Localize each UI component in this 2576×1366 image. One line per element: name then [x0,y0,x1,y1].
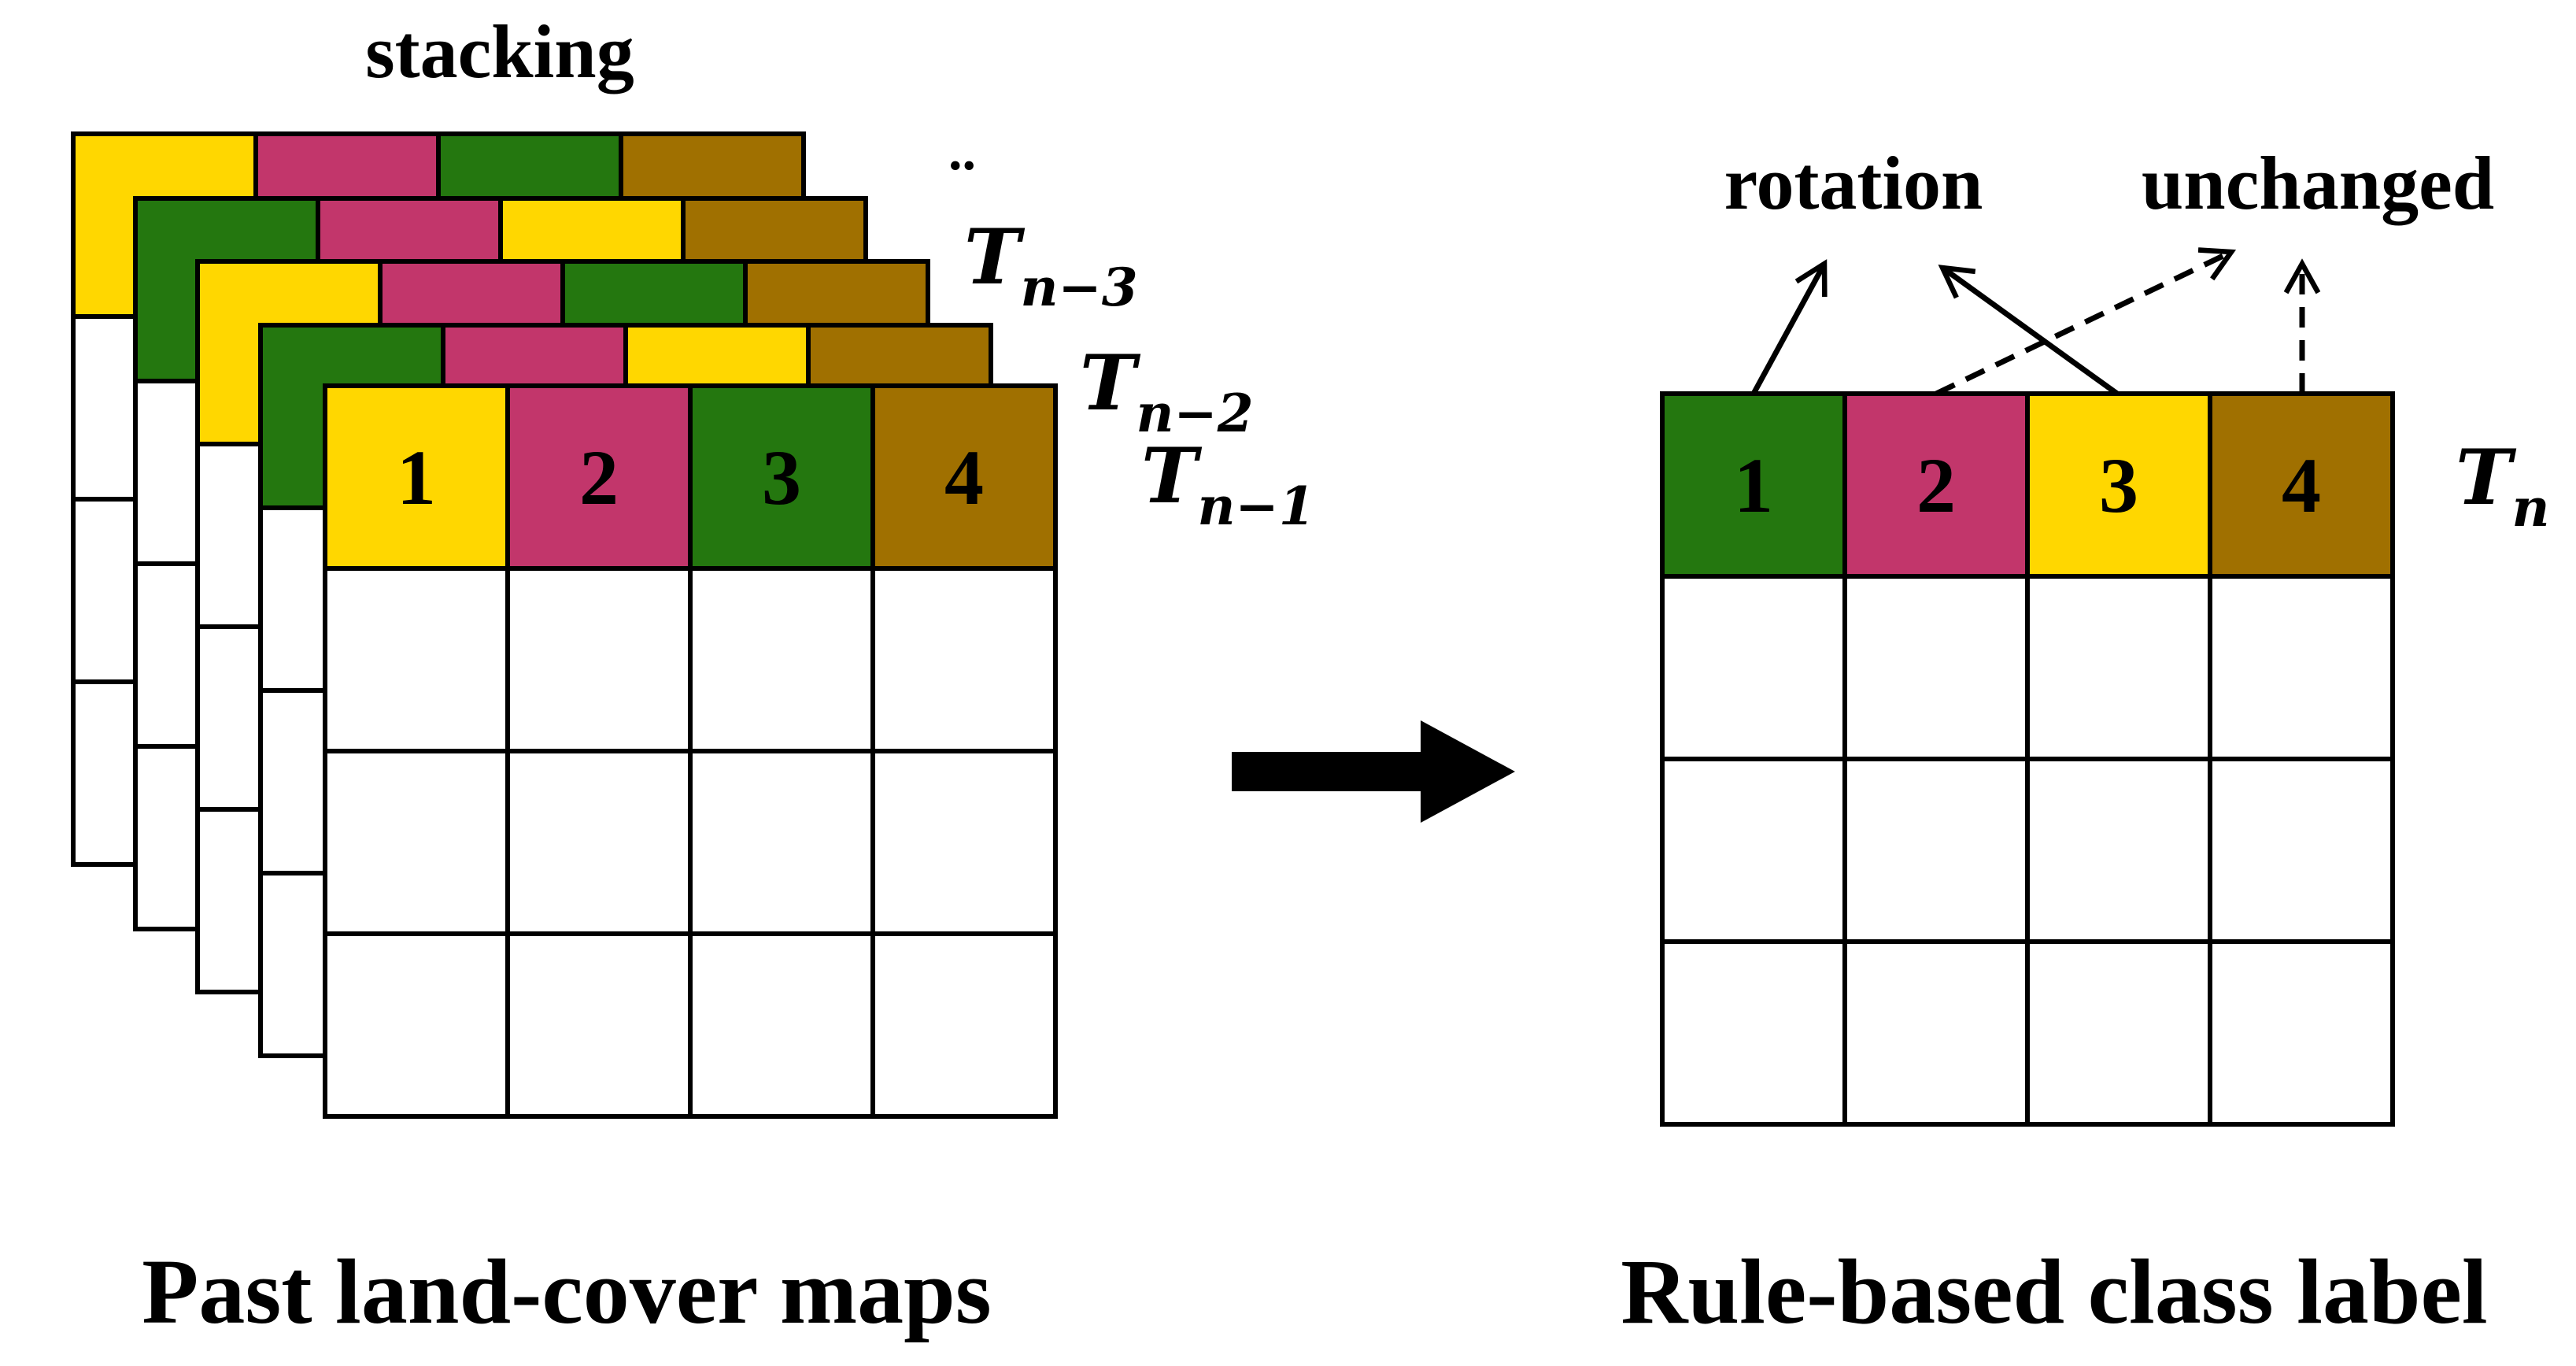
unchanged-label: unchanged [2142,141,2494,225]
layer-5-class-number-3: 3 [762,434,801,521]
layer-5-cell [870,931,1058,1119]
layer-5-cell [688,931,875,1119]
layer-5-cell [505,566,693,753]
transition-arrow [1232,720,1515,823]
layer-5-cell [505,931,693,1119]
layer-5-cell [323,931,510,1119]
right-caption: Rule-based class label [1621,1240,2487,1343]
current-map-class-number-3: 3 [2099,442,2138,529]
layer-5-class-cell-2 [505,383,693,571]
layer-5-cell [870,749,1058,936]
current-map-class-cell-2 [1842,391,2030,579]
current-map: 1 2 3 4 Tn [1660,391,2549,1127]
current-map-cell [1842,939,2030,1127]
current-map-class-number-4: 4 [2282,442,2321,529]
current-map-cell [1660,574,1847,761]
layer-5-class-cell-3 [688,383,875,571]
current-map-cell [1660,939,1847,1127]
layer-ellipsis: .. [948,121,976,182]
past-map-stack: Tn−3Tn−2 1 2 3 4 Tn−1 [71,131,1315,1119]
layer-5-class-number-2: 2 [579,434,619,521]
layer-5-cell [688,749,875,936]
current-map-cell [1660,757,1847,944]
left-caption: Past land-cover maps [142,1240,991,1343]
layer-5-time-label: Tn−1 [1141,431,1315,537]
layer-5-cell [323,749,510,936]
layer-5-class-cell-4 [870,383,1058,571]
layer-5-class-number-4: 4 [944,434,984,521]
layer-5-class-number-1: 1 [397,434,436,521]
unchanged-arrows [1935,247,2321,397]
layer-2-time-label: Tn−3 [964,213,1138,318]
layer-5-cell [870,566,1058,753]
current-map-class-number-1: 1 [1734,442,1773,529]
current-map-cell [2025,939,2212,1127]
rotation-label: rotation [1724,141,1983,225]
current-map-cell [2208,939,2395,1127]
layer-5-cell [505,749,693,936]
layer-5-cell [688,566,875,753]
layer-5-class-cell-1 [323,383,510,571]
current-map-cell [2208,757,2395,944]
stacking-label: stacking [365,9,634,94]
current-map-cell [2025,574,2212,761]
current-map-cell [2025,757,2212,944]
layer-5-cell [323,566,510,753]
current-map-cell [2208,574,2395,761]
map-layer-5: 1 2 3 4 Tn−1 [323,383,1315,1119]
rotation-arrows [1750,259,2120,396]
current-map-cell [1842,757,2030,944]
current-map-class-number-2: 2 [1916,442,1956,529]
current-map-time-label: Tn [2456,433,2549,539]
current-map-cell [1842,574,2030,761]
layer-4-time-label: Tn−2 [1080,339,1254,444]
